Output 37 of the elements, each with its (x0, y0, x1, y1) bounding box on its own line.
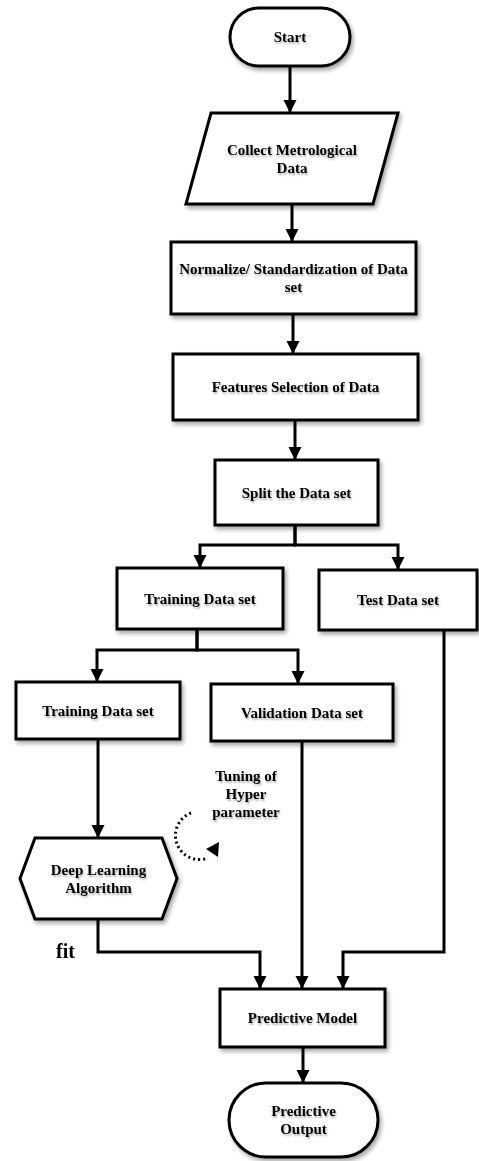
arrow (283, 66, 297, 113)
arrow (91, 739, 105, 838)
arrow (295, 741, 309, 989)
box-label: Deep Learning Algorithm (49, 860, 148, 897)
process-box (211, 684, 393, 741)
process-box (173, 354, 418, 420)
arrow (336, 630, 446, 989)
box-label: Start (273, 28, 307, 46)
arrow (195, 629, 305, 684)
arrow (296, 1047, 310, 1083)
box-label: Collect Metrological Data (225, 140, 359, 177)
box-label: Features Selection of Data (211, 378, 380, 396)
process-box (16, 682, 180, 739)
process-box (171, 242, 416, 314)
terminal-shape (229, 1083, 378, 1157)
box-label: Normalize/ Standardization of Data set (178, 260, 409, 296)
box-label: Predictive Output (270, 1102, 337, 1138)
box-label: Split the Data set (241, 483, 352, 502)
box-label: Training Data set (42, 701, 154, 720)
box-label: Training Data set (144, 589, 256, 608)
data-parallelogram (186, 113, 398, 204)
arrow (286, 314, 300, 354)
process-box (215, 460, 378, 525)
terminal-shape (230, 8, 350, 66)
preparation-hexagon (20, 838, 177, 919)
process-box (319, 570, 477, 630)
box-label: Validation Data set (241, 703, 363, 722)
box-label: Test Data set (357, 591, 439, 609)
annotation-text: Tuning of Hyper parameter (211, 767, 281, 821)
process-box (117, 568, 283, 629)
arrow (293, 525, 405, 570)
box-label: Predictive Model (247, 1009, 358, 1027)
process-box (220, 989, 385, 1047)
arrow (96, 919, 267, 989)
edge-label: fit (56, 941, 75, 961)
arrow (285, 204, 299, 242)
arrow (288, 420, 302, 460)
